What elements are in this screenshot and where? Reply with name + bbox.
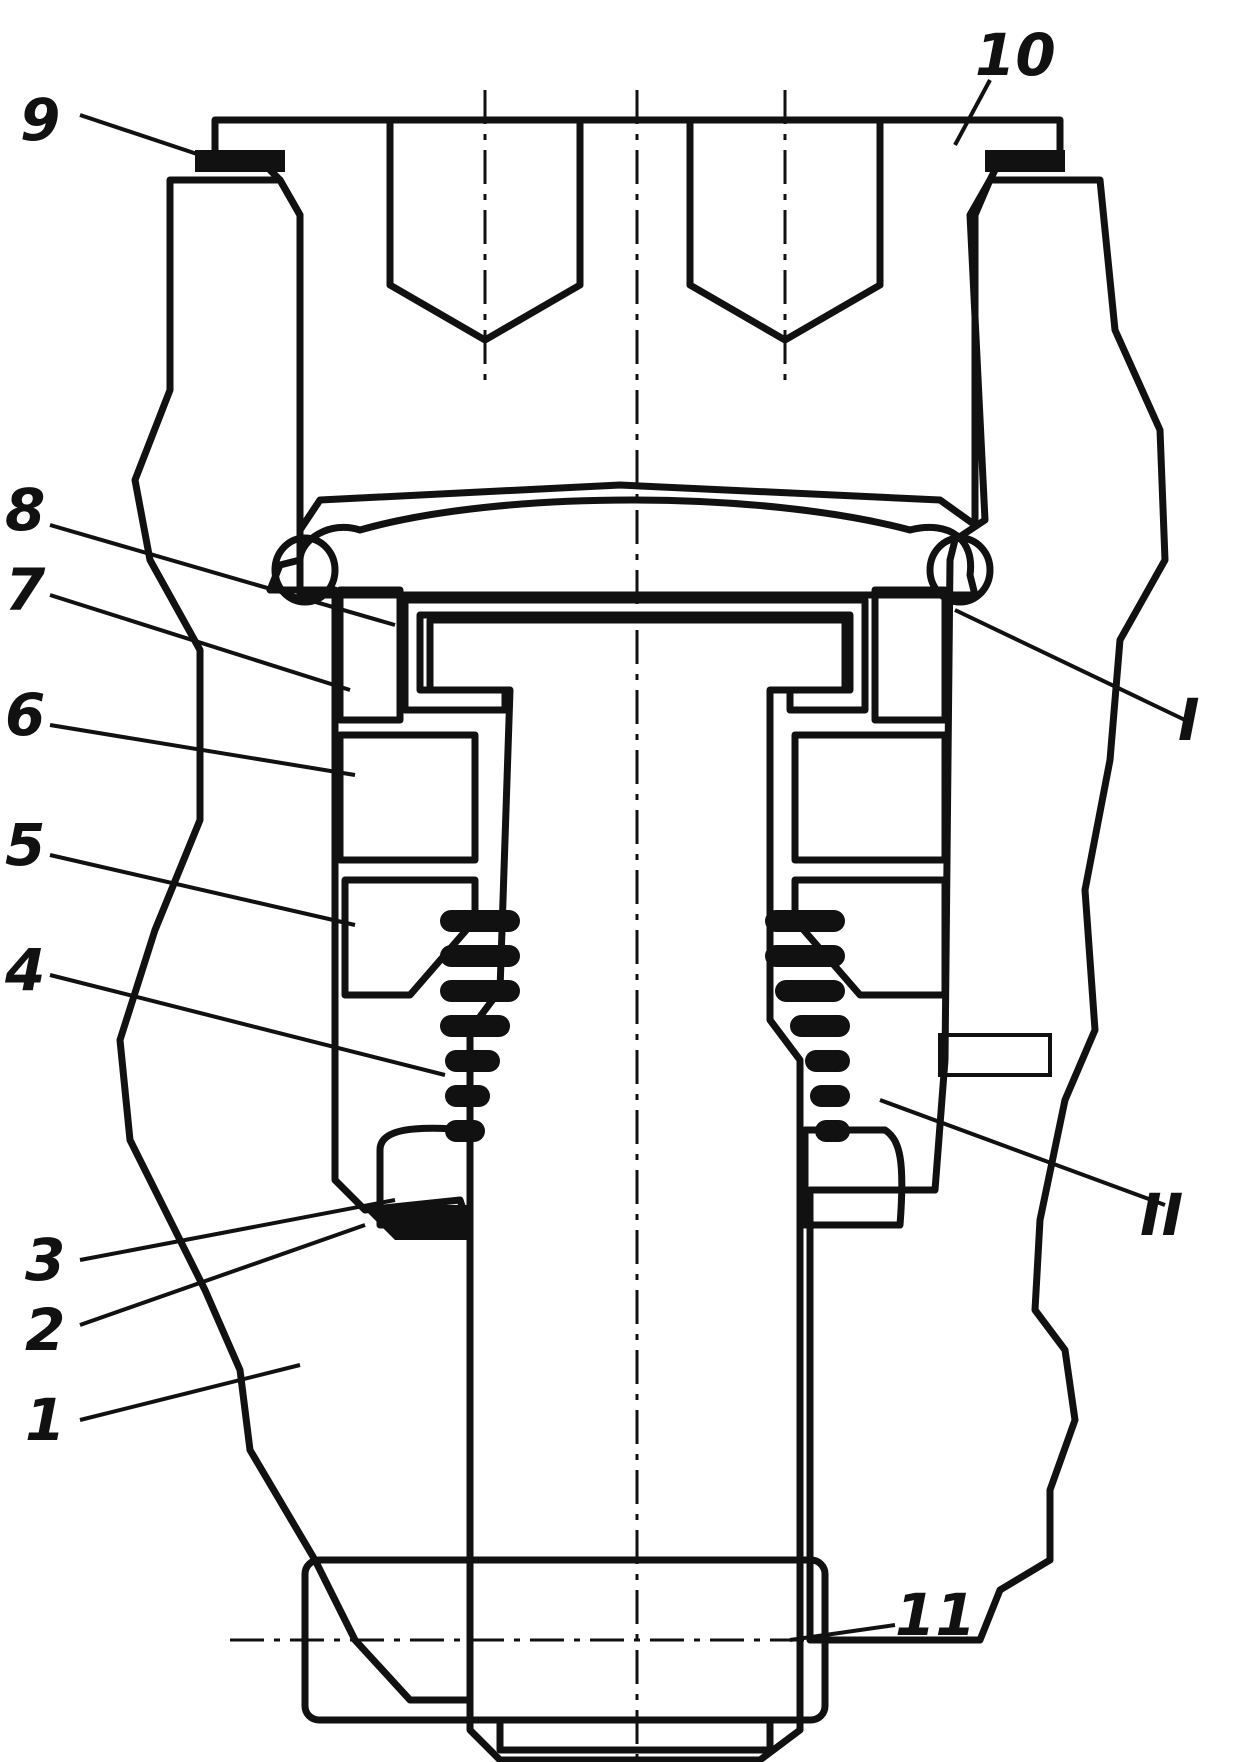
spring-4-left-coils xyxy=(440,910,520,1142)
seat-ring-2 xyxy=(360,1205,470,1240)
spring-seat-5-left xyxy=(341,876,479,999)
spring-cup-8 xyxy=(401,596,869,714)
lower-seal-3-left xyxy=(376,1124,474,1229)
leader-1 xyxy=(79,1363,301,1422)
left-side-port xyxy=(271,534,339,606)
callout-i: I xyxy=(1178,686,1200,754)
leader-10 xyxy=(953,79,992,146)
valve-stem xyxy=(416,611,854,1762)
leader-9 xyxy=(79,113,216,162)
callout-1: 1 xyxy=(25,1386,65,1454)
callout-4: 4 xyxy=(4,936,45,1004)
left-tapped-hole xyxy=(386,116,584,344)
spring-4-right-coils xyxy=(765,910,850,1142)
leader-2 xyxy=(79,1223,366,1327)
leader-7 xyxy=(49,593,351,692)
spring-seat-5-right xyxy=(791,876,949,999)
callout-2: 2 xyxy=(25,1296,65,1364)
gasket-ring-right xyxy=(985,150,1065,172)
leader-8 xyxy=(49,523,396,627)
callout-5: 5 xyxy=(5,811,45,879)
housing-right-part xyxy=(806,176,1169,1644)
washer-7-right xyxy=(871,586,949,724)
leader-6 xyxy=(49,723,356,777)
seal-packing-6-left xyxy=(336,731,479,864)
washer-7-left xyxy=(336,586,404,724)
port-ii-channel xyxy=(938,1033,1052,1077)
roller-base xyxy=(496,1716,774,1754)
leader-4 xyxy=(49,973,446,1077)
seal-packing-6-right xyxy=(791,731,949,864)
callout-8: 8 xyxy=(5,476,45,544)
leader-5 xyxy=(49,853,356,927)
callout-ii: II xyxy=(1140,1181,1183,1249)
leader-3 xyxy=(79,1198,396,1262)
callout-3: 3 xyxy=(25,1226,65,1294)
callout-11: 11 xyxy=(895,1581,976,1649)
callout-6: 6 xyxy=(5,681,45,749)
lower-seal-3-right xyxy=(801,1126,906,1229)
right-tapped-hole xyxy=(686,116,884,344)
leader-11 xyxy=(789,1623,896,1642)
right-side-port xyxy=(926,534,994,606)
gasket-ring-left xyxy=(195,150,285,172)
leader-ii xyxy=(879,1098,1166,1207)
callout-10: 10 xyxy=(975,21,1056,89)
callout-7: 7 xyxy=(5,556,46,624)
leader-i xyxy=(954,608,1186,722)
callout-9: 9 xyxy=(20,86,60,154)
housing-left-part xyxy=(116,176,474,1704)
